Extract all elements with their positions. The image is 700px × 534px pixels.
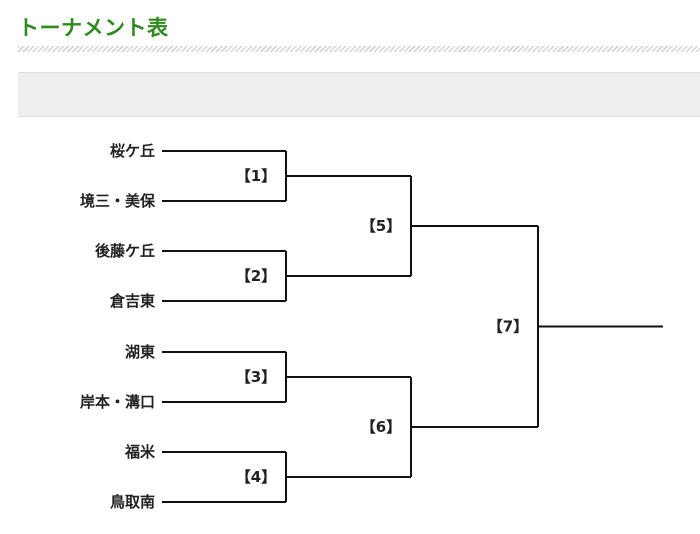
match-label: 【3】	[236, 368, 276, 386]
page-title: トーナメント表	[18, 16, 169, 40]
match-label: 【7】	[488, 318, 528, 336]
match-label: 【1】	[236, 167, 276, 185]
match-label: 【4】	[236, 468, 276, 486]
team-name: 福米	[124, 443, 156, 461]
team-name: 境三・美保	[80, 192, 156, 210]
team-name: 桜ケ丘	[110, 142, 155, 160]
team-name: 倉吉東	[109, 292, 155, 310]
team-name: 湖東	[125, 343, 155, 361]
title-divider	[18, 46, 700, 52]
match-label: 【5】	[361, 217, 401, 235]
team-name: 岸本・溝口	[80, 393, 155, 411]
team-name: 後藤ケ丘	[94, 242, 155, 260]
team-name: 鳥取南	[110, 493, 155, 511]
match-label: 【2】	[236, 267, 276, 285]
match-label: 【6】	[361, 418, 401, 436]
header-band	[18, 72, 700, 117]
